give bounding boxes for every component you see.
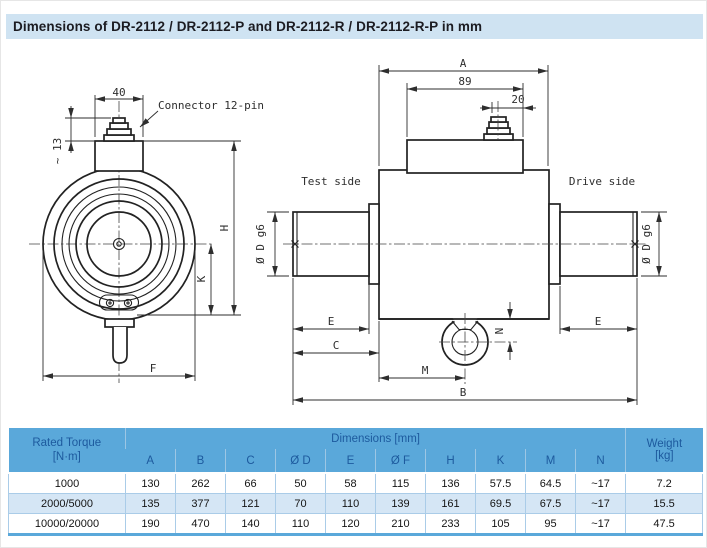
dim-N-label: N [493, 328, 506, 335]
cell: 377 [175, 493, 226, 514]
col-K: K [475, 449, 526, 474]
cell: 67.5 [525, 493, 576, 514]
col-M: M [525, 449, 576, 474]
dim-40-label: 40 [112, 86, 125, 99]
test-side-label: Test side [301, 175, 361, 188]
cell: 110 [325, 493, 376, 514]
cell: 110 [275, 513, 326, 535]
dim-M-label: M [422, 364, 429, 377]
cell-weight: 7.2 [625, 472, 704, 494]
page-title: Dimensions of DR-2112 / DR-2112-P and DR… [13, 19, 483, 34]
col-B: B [175, 449, 226, 474]
cell: 130 [125, 472, 176, 494]
dim-K-label: K [195, 275, 208, 282]
cell: ~17 [574, 513, 627, 535]
cell: 161 [425, 493, 476, 514]
table-row: 1000 130 262 66 50 58 115 136 57.5 64.5 … [8, 472, 704, 494]
weight-line2: [kg] [655, 450, 674, 462]
cell: 139 [375, 493, 426, 514]
cell: 233 [425, 513, 476, 535]
cell: 50 [275, 472, 326, 494]
cell: 57.5 [475, 472, 526, 494]
table-row: 10000/20000 190 470 140 110 120 210 233 … [8, 513, 704, 535]
side-view: A 89 20 Test side Drive side Ø D g6 Ø D … [254, 57, 667, 405]
cell: 262 [175, 472, 226, 494]
col-D: Ø D [275, 449, 326, 474]
dim-89-label: 89 [458, 75, 471, 88]
cell: 120 [325, 513, 376, 535]
col-E: E [325, 449, 376, 474]
dim-E-right-label: E [595, 315, 602, 328]
dim-F-label: F [150, 362, 157, 375]
cell-torque: 10000/20000 [8, 513, 126, 535]
cell: 58 [325, 472, 376, 494]
cell: 210 [375, 513, 426, 535]
side-connector [483, 116, 514, 141]
cell: 136 [425, 472, 476, 494]
col-N: N [574, 449, 626, 474]
col-H: H [425, 449, 476, 474]
cell: 121 [225, 493, 276, 514]
cell: ~17 [574, 472, 627, 494]
front-view: 40 ~ 13 Connector 12-pin H K F [29, 86, 264, 383]
dim-diaD-right-label: Ø D g6 [640, 224, 653, 264]
rated-torque-line1: Rated Torque [32, 437, 102, 449]
dim-20-label: 20 [511, 93, 524, 106]
dim-A-label: A [460, 57, 467, 70]
dimensions-table: Rated Torque [N·m] Dimensions [mm] Weigh… [8, 428, 704, 536]
cell: 115 [375, 472, 426, 494]
connector-label: Connector 12-pin [158, 99, 264, 112]
drive-side-label: Drive side [569, 175, 635, 188]
cell: 105 [475, 513, 526, 535]
cell: 190 [125, 513, 176, 535]
cell: 66 [225, 472, 276, 494]
cell: 470 [175, 513, 226, 535]
title-bar: Dimensions of DR-2112 / DR-2112-P and DR… [6, 14, 703, 39]
col-F: Ø F [375, 449, 426, 474]
dim-diaD-left-label: Ø D g6 [254, 224, 267, 264]
cell-torque: 2000/5000 [8, 493, 126, 514]
cell: 140 [225, 513, 276, 535]
cell-weight: 15.5 [625, 493, 704, 514]
cell-weight: 47.5 [625, 513, 704, 535]
cell: 95 [525, 513, 576, 535]
dim-B-label: B [460, 386, 467, 399]
dim-H-label: H [218, 225, 231, 232]
weight-line1: Weight [646, 438, 683, 450]
cell: 69.5 [475, 493, 526, 514]
table-row: 2000/5000 135 377 121 70 110 139 161 69.… [8, 493, 704, 514]
header-rated-torque: Rated Torque [N·m] [8, 428, 126, 474]
cell: 135 [125, 493, 176, 514]
cell-torque: 1000 [8, 472, 126, 494]
dim-C-label: C [333, 339, 340, 352]
cell: 64.5 [525, 472, 576, 494]
rated-torque-line2: [N·m] [52, 451, 81, 463]
front-connector [103, 117, 135, 142]
col-C: C [225, 449, 276, 474]
dim-E-left-label: E [328, 315, 335, 328]
header-weight: Weight [kg] [625, 428, 703, 474]
cell: 70 [275, 493, 326, 514]
header-dimensions: Dimensions [mm] [124, 428, 626, 449]
cell: ~17 [574, 493, 627, 514]
dim-13-label: ~ 13 [51, 138, 64, 165]
col-A: A [125, 449, 176, 474]
